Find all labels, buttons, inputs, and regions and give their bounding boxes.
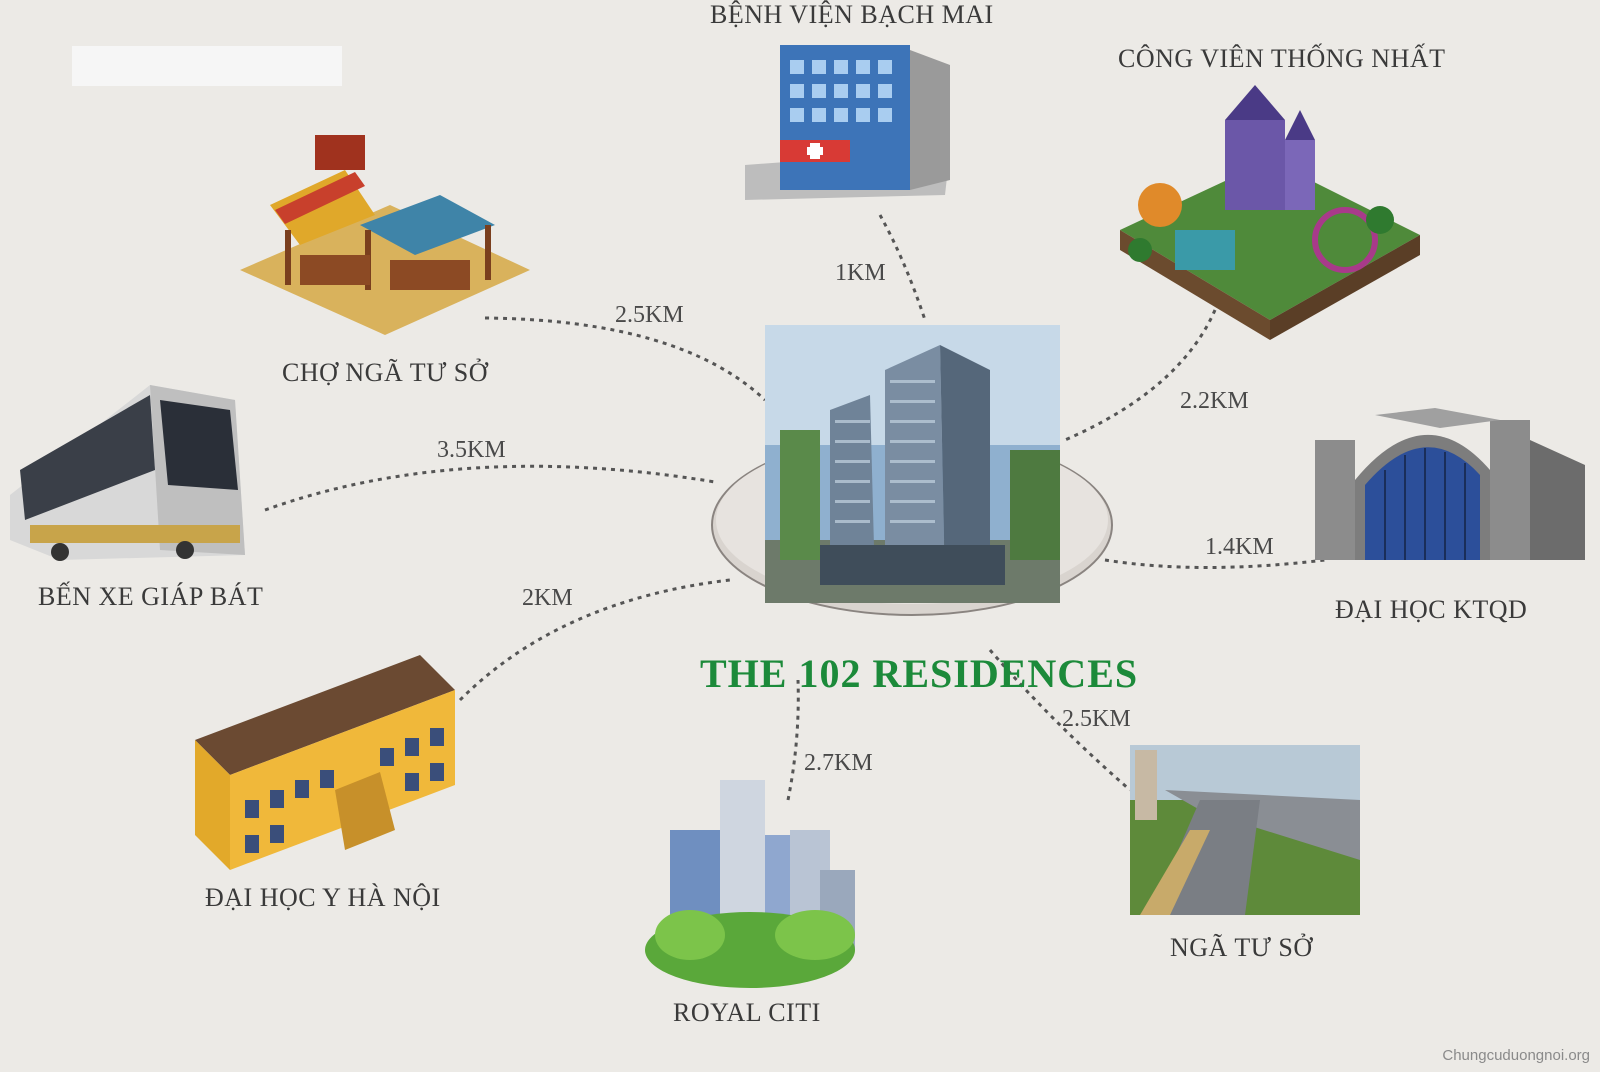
park-castle-icon (1120, 85, 1420, 340)
distance-royal-citi: 2.7KM (804, 750, 873, 776)
distance-market: 2.5KM (615, 302, 684, 328)
residence-photo-icon (765, 325, 1060, 603)
intersection-photo-icon (1130, 745, 1360, 915)
distance-ktqd: 1.4KM (1205, 534, 1274, 560)
label-market: CHỢ NGÃ TƯ SỞ (282, 358, 489, 387)
label-park: CÔNG VIÊN THỐNG NHẤT (1118, 44, 1446, 73)
watermark: Chungcuduongnoi.org (1442, 1047, 1590, 1064)
distance-hospital: 1KM (835, 260, 886, 286)
line-market (484, 316, 767, 402)
distance-bus: 3.5KM (437, 437, 506, 463)
line-hospital (878, 214, 927, 321)
medical-university-icon (195, 655, 455, 870)
university-ktqd-icon (1315, 408, 1585, 560)
hospital-icon (745, 45, 950, 200)
royal-citi-icon (645, 780, 855, 988)
label-royal-citi: ROYAL CITI (673, 998, 821, 1027)
label-ktqd: ĐẠI HỌC KTQD (1335, 595, 1528, 624)
label-hospital: BỆNH VIỆN BẠCH MAI (710, 0, 994, 29)
distance-medical: 2KM (522, 585, 573, 611)
line-park (1064, 309, 1217, 442)
line-royal (786, 679, 800, 801)
line-ktqd (1104, 558, 1326, 569)
distance-park: 2.2KM (1180, 388, 1249, 414)
label-intersection: NGÃ TƯ SỞ (1170, 933, 1313, 962)
market-stall-icon (240, 135, 530, 335)
tram-icon (10, 385, 245, 561)
line-medical (458, 578, 731, 702)
line-bus (264, 464, 716, 512)
label-medical: ĐẠI HỌC Y HÀ NỘI (205, 883, 441, 912)
line-intersection (988, 649, 1131, 792)
project-title: THE 102 RESIDENCES (700, 651, 1139, 696)
label-bus: BẾN XE GIÁP BÁT (38, 582, 264, 611)
blank-label-box (72, 46, 342, 86)
distance-intersection: 2.5KM (1062, 706, 1131, 732)
